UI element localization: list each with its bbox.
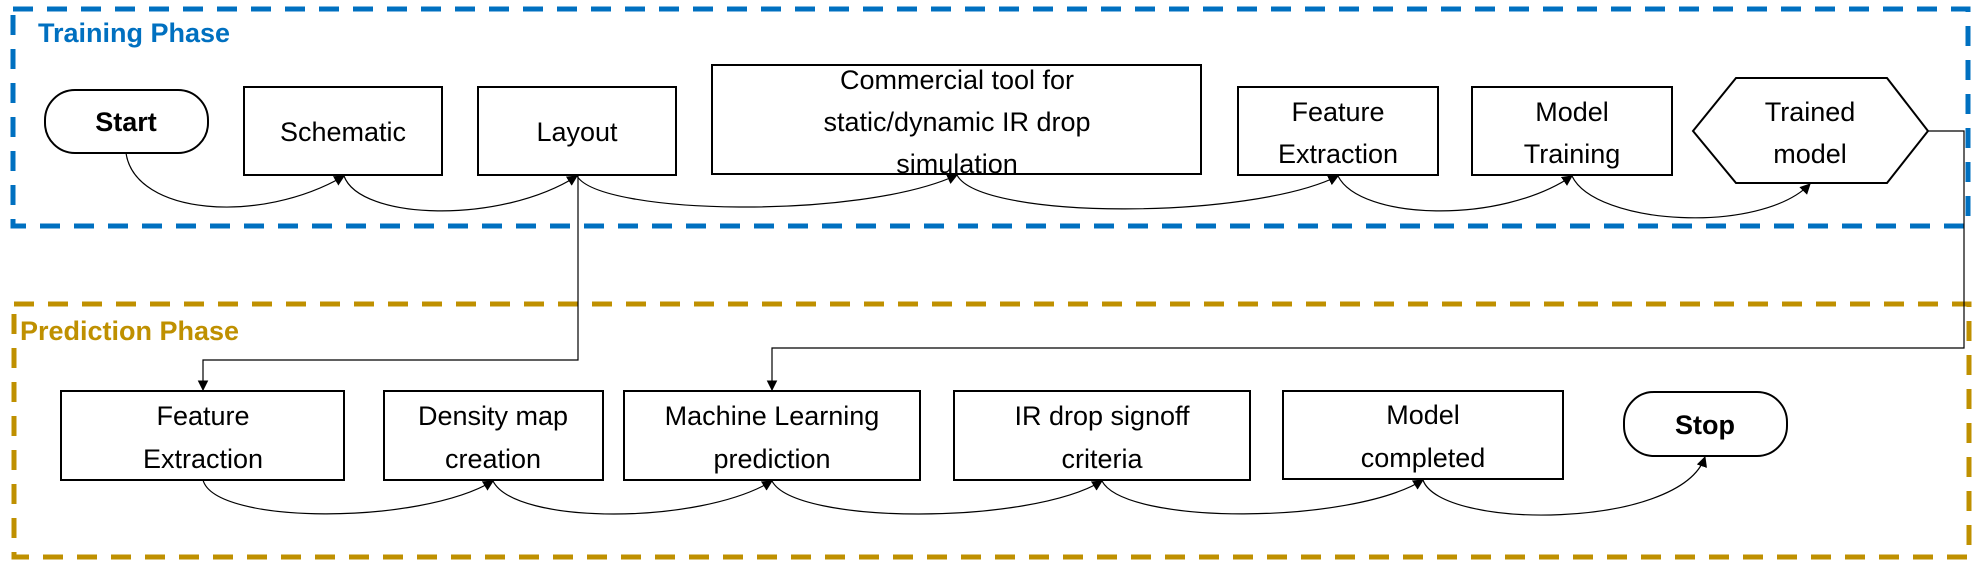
- node-commercial-tool[interactable]: Commercial tool for static/dynamic IR dr…: [711, 64, 1202, 179]
- edge-trained-model-to-ml-prediction: [766, 130, 1965, 392]
- node-model-completed[interactable]: Model completed: [1282, 390, 1564, 480]
- prediction-phase-container: Prediction Phase: [11, 301, 1972, 560]
- layout-box[interactable]: [477, 86, 677, 176]
- layout-label: Layout: [536, 117, 618, 147]
- feature-extraction-train-box[interactable]: [1237, 86, 1439, 176]
- edge-ir-drop-to-model-completed: [1101, 479, 1424, 515]
- start-label: Start: [95, 107, 157, 137]
- commercial-tool-label-line1: Commercial tool for: [840, 65, 1074, 95]
- edge-commercial-tool-to-feature-extraction: [956, 174, 1339, 210]
- edge-feature-extraction-to-model-training: [1337, 175, 1573, 212]
- commercial-tool-label-line3: simulation: [896, 149, 1018, 179]
- node-stop[interactable]: Stop: [1623, 391, 1788, 457]
- feature-extraction-pred-box[interactable]: [60, 390, 345, 481]
- node-ir-drop-signoff[interactable]: IR drop signoff criteria: [953, 390, 1251, 481]
- edge-feature-extraction-to-density-map: [202, 479, 494, 515]
- density-map-label-line2: creation: [445, 444, 541, 474]
- model-completed-box[interactable]: [1282, 390, 1564, 480]
- feature-extraction-pred-label-line1: Feature: [156, 401, 249, 431]
- ml-prediction-label-line2: prediction: [713, 444, 830, 474]
- model-completed-label-line1: Model: [1386, 400, 1460, 430]
- feature-extraction-train-label-line2: Extraction: [1278, 139, 1398, 169]
- node-layout[interactable]: Layout: [477, 86, 677, 176]
- prediction-phase-border: [11, 301, 1972, 560]
- node-feature-extraction-pred[interactable]: Feature Extraction: [60, 390, 345, 481]
- model-training-label-line1: Model: [1535, 97, 1609, 127]
- node-model-training[interactable]: Model Training: [1471, 86, 1673, 176]
- training-phase-label: Training Phase: [38, 18, 230, 48]
- density-map-label-line1: Density map: [418, 401, 568, 431]
- prediction-phase-label: Prediction Phase: [20, 316, 239, 346]
- edge-schematic-to-layout: [343, 175, 578, 212]
- trained-model-label-line2: model: [1773, 139, 1847, 169]
- edge-ml-prediction-to-ir-drop: [771, 480, 1103, 515]
- node-density-map[interactable]: Density map creation: [383, 390, 604, 481]
- schematic-label: Schematic: [280, 117, 406, 147]
- commercial-tool-label-line2: static/dynamic IR drop: [823, 107, 1090, 137]
- edge-start-to-schematic: [125, 152, 345, 208]
- node-feature-extraction-train[interactable]: Feature Extraction: [1237, 86, 1439, 176]
- training-phase-border: [10, 6, 1971, 229]
- commercial-tool-box[interactable]: [711, 64, 1202, 175]
- model-training-box[interactable]: [1471, 86, 1673, 176]
- density-map-box[interactable]: [383, 390, 604, 481]
- node-ml-prediction[interactable]: Machine Learning prediction: [623, 390, 921, 481]
- node-start[interactable]: Start: [44, 89, 209, 154]
- ir-drop-signoff-label-line1: IR drop signoff: [1014, 401, 1190, 431]
- training-phase-container: Training Phase: [10, 6, 1971, 229]
- edge-layout-to-feature-extraction-pred: [197, 176, 579, 392]
- feature-extraction-pred-label-line2: Extraction: [143, 444, 263, 474]
- edge-model-training-to-trained-model: [1571, 175, 1811, 219]
- model-training-label-line2: Training: [1524, 139, 1621, 169]
- schematic-box[interactable]: [243, 86, 443, 176]
- ir-drop-signoff-box[interactable]: [953, 390, 1251, 481]
- edge-model-completed-to-stop: [1422, 455, 1707, 516]
- node-schematic[interactable]: Schematic: [243, 86, 443, 176]
- edge-layout-to-commercial-tool: [576, 174, 958, 208]
- stop-label: Stop: [1675, 410, 1735, 440]
- feature-extraction-train-label-line1: Feature: [1291, 97, 1384, 127]
- ml-prediction-label-line1: Machine Learning: [665, 401, 880, 431]
- trained-model-label-line1: Trained: [1765, 97, 1856, 127]
- ir-drop-signoff-label-line2: criteria: [1061, 444, 1143, 474]
- node-trained-model[interactable]: Trained model: [1691, 77, 1930, 184]
- edge-density-map-to-ml-prediction: [492, 480, 773, 515]
- model-completed-label-line2: completed: [1361, 443, 1486, 473]
